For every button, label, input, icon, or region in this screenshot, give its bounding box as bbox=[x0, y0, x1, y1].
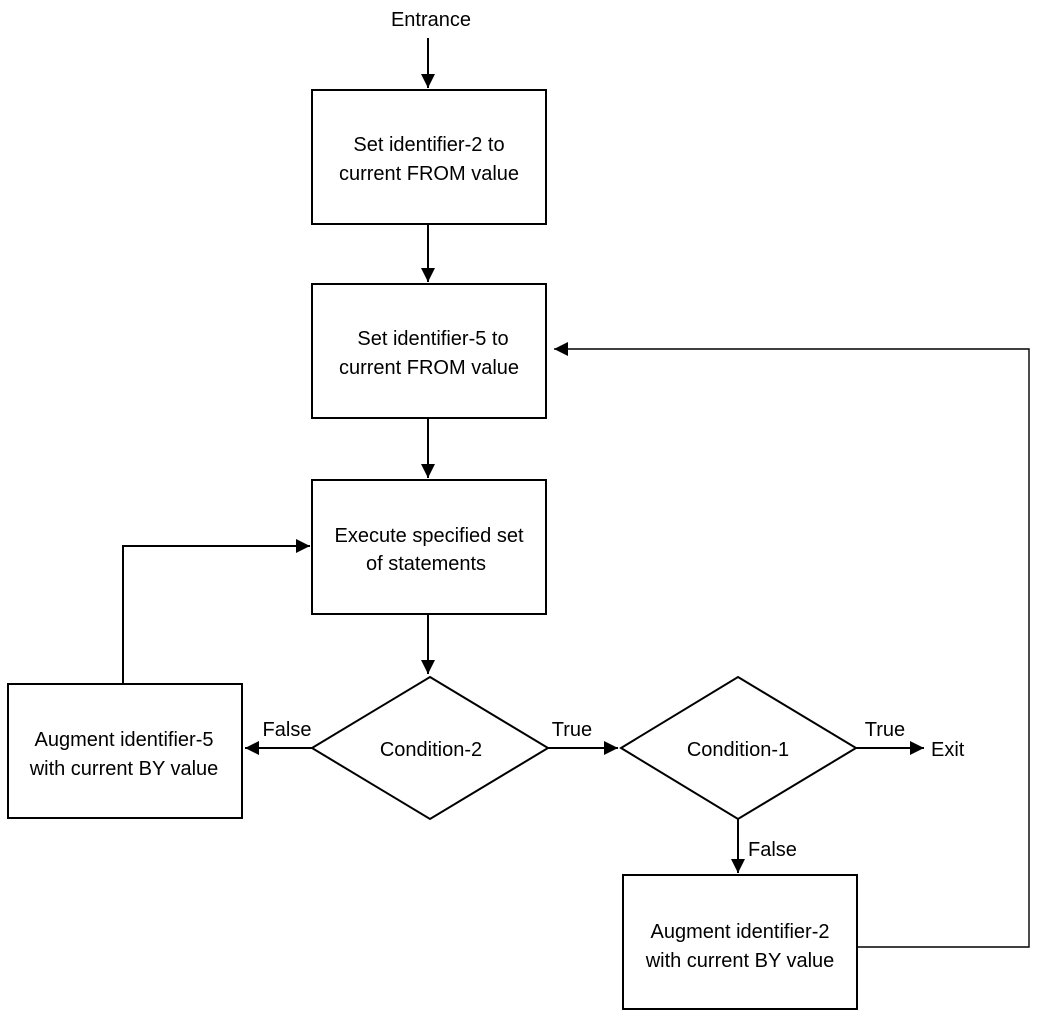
condition-1-diamond: Condition-1 bbox=[619, 675, 858, 821]
set-identifier-5-box: Set identifier-5 to current FROM value bbox=[311, 283, 547, 419]
execute-statements-box: Execute specified set of statements bbox=[311, 479, 547, 615]
arrow-augment-id2-to-set-id5 bbox=[554, 342, 1030, 948]
set-identifier-2-line1: Set identifier-2 to bbox=[353, 134, 504, 156]
execute-statements-line1: Execute specified set bbox=[335, 525, 524, 547]
augment-identifier-2-line1: Augment identifier-2 bbox=[651, 921, 830, 943]
false-label-bottom: False bbox=[748, 839, 797, 861]
true-label-middle: True bbox=[552, 719, 592, 741]
condition-2-label: Condition-2 bbox=[380, 739, 482, 761]
augment-identifier-5-line2: with current BY value bbox=[29, 758, 219, 780]
augment-identifier-2-line2: with current BY value bbox=[645, 950, 835, 972]
true-label-right: True bbox=[865, 719, 905, 741]
augment-identifier-2-box: Augment identifier-2 with current BY val… bbox=[622, 874, 858, 1010]
set-identifier-2-line2: current FROM value bbox=[339, 163, 519, 185]
set-identifier-5-line1: Set identifier-5 to bbox=[357, 328, 508, 350]
set-identifier-2-box: Set identifier-2 to current FROM value bbox=[311, 89, 547, 225]
exit-label: Exit bbox=[931, 739, 965, 761]
condition-2-diamond: Condition-2 bbox=[310, 675, 550, 821]
execute-statements-line2: of statements bbox=[366, 553, 486, 575]
set-identifier-5-line2: current FROM value bbox=[339, 357, 519, 379]
augment-identifier-5-line1: Augment identifier-5 bbox=[35, 729, 214, 751]
augment-identifier-5-box: Augment identifier-5 with current BY val… bbox=[7, 683, 243, 819]
entrance-label: Entrance bbox=[391, 9, 471, 31]
false-label-left: False bbox=[263, 719, 312, 741]
condition-1-label: Condition-1 bbox=[687, 739, 789, 761]
arrow-augment-id5-to-execute bbox=[122, 539, 310, 684]
